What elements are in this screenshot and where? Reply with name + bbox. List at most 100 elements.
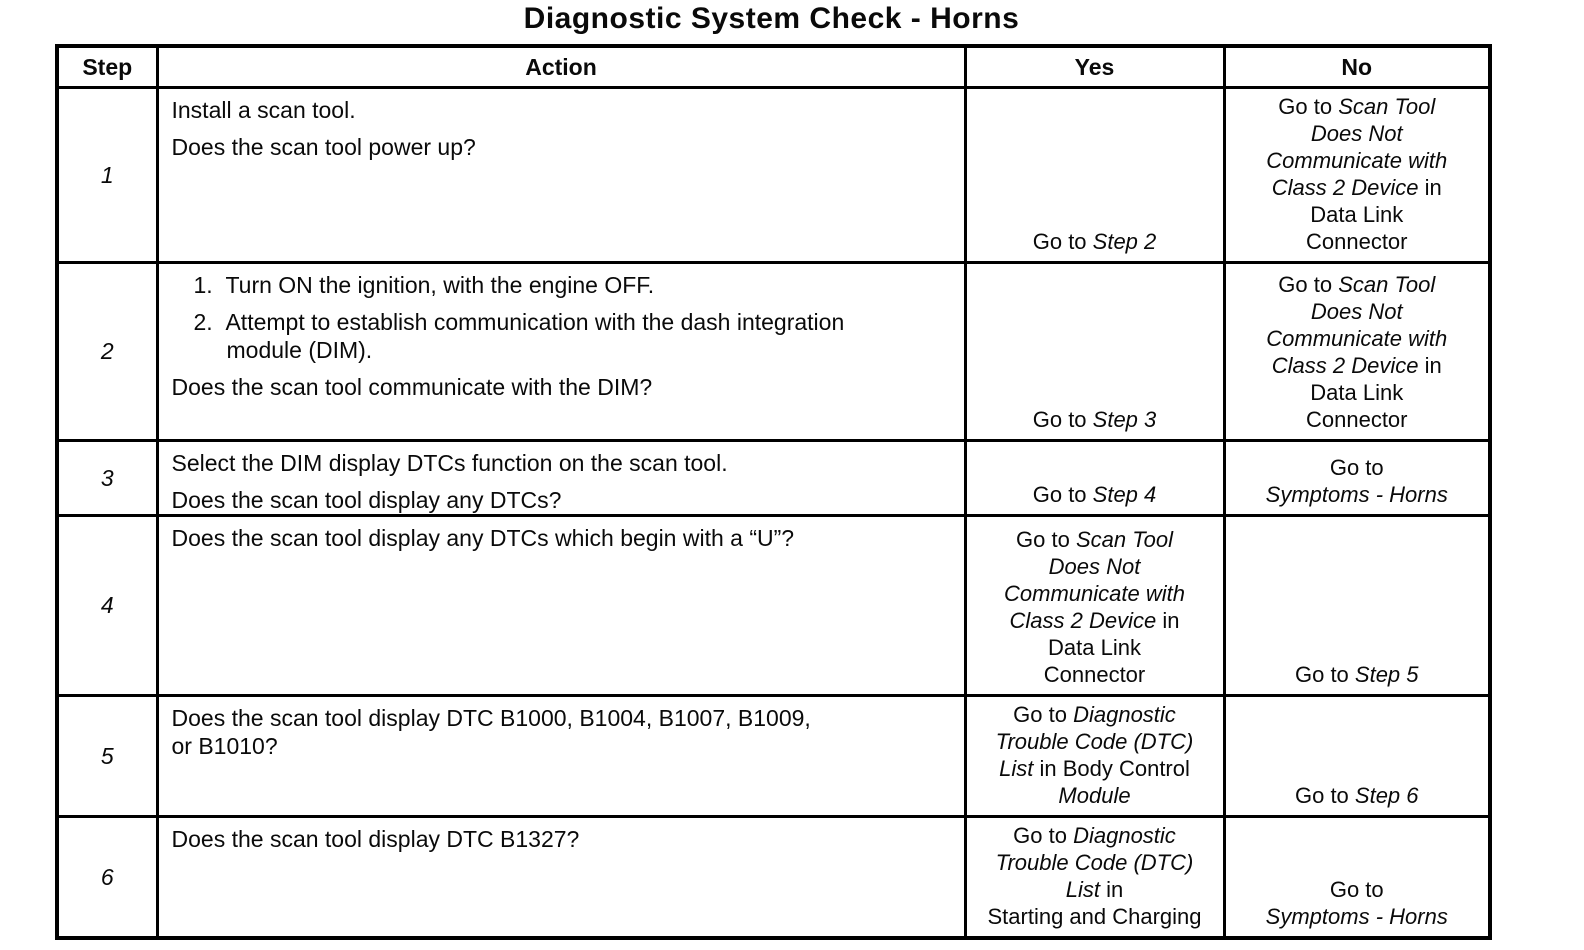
text-line: Does the scan tool communicate with the … — [172, 373, 954, 401]
text-segment: in — [1418, 353, 1442, 378]
text-line: Data Link — [972, 634, 1218, 661]
text-line: List in Body Control — [972, 755, 1218, 782]
italic-text-segment: Trouble Code (DTC) — [995, 850, 1194, 875]
step-cell: 6 — [55, 815, 159, 940]
text-line: 1. Turn ON the ignition, with the engine… — [172, 271, 954, 299]
text-line: Symptoms - Horns — [1231, 903, 1484, 930]
italic-text-segment: Step 3 — [1092, 407, 1157, 432]
text-line: Communicate with — [1231, 147, 1484, 174]
text-line: module (DIM). — [172, 336, 954, 364]
text-line: Go to — [1231, 876, 1484, 903]
text-line: or B1010? — [172, 732, 954, 760]
text-segment: Go to — [1032, 229, 1093, 254]
italic-text-segment: Does Not — [1048, 554, 1141, 579]
text-line: Does the scan tool display any DTCs whic… — [172, 524, 954, 552]
text-segment: module (DIM). — [226, 337, 373, 363]
column-header-no: No — [1222, 44, 1492, 89]
text-segment: Go to — [1329, 877, 1384, 902]
text-line: Does Not — [1231, 298, 1484, 325]
no-cell: Go to Step 5 — [1222, 514, 1492, 697]
table-row: 5 Does the scan tool display DTC B1000, B… — [55, 694, 1492, 818]
table-header-row: Step Action Yes No — [55, 44, 1492, 89]
text-segment: Go to — [1013, 823, 1074, 848]
text-segment: Does the scan tool power up? — [171, 134, 476, 160]
text-segment: Go to — [1278, 94, 1339, 119]
text-line: Starting and Charging — [972, 903, 1218, 930]
text-line: Communicate with — [1231, 325, 1484, 352]
text-segment: Does the scan tool display DTC B1000, B1… — [171, 705, 811, 731]
italic-text-segment: Step 5 — [1354, 662, 1419, 687]
text-line: Data Link — [1231, 379, 1484, 406]
text-segment: Connector — [1043, 662, 1146, 687]
text-segment: Connector — [1305, 229, 1408, 254]
italic-text-segment: Communicate with — [1266, 148, 1448, 173]
text-line: Go to Step 2 — [972, 228, 1218, 255]
italic-text-segment: Class 2 Device — [1271, 353, 1419, 378]
text-line: Go to Step 6 — [1231, 782, 1484, 809]
italic-text-segment: Diagnostic — [1073, 702, 1176, 727]
text-line: Communicate with — [972, 580, 1218, 607]
italic-text-segment: Step 4 — [1092, 482, 1157, 507]
text-segment: 1. Turn ON the ignition, with the engine… — [193, 272, 655, 298]
italic-text-segment: Step 6 — [1354, 783, 1419, 808]
column-header-step: Step — [55, 44, 159, 89]
text-line: Does Not — [972, 553, 1218, 580]
action-cell: Does the scan tool display any DTCs whic… — [155, 514, 967, 697]
text-segment: or B1010? — [171, 733, 278, 759]
text-segment: Select the DIM display DTCs function on … — [171, 450, 728, 476]
italic-text-segment: Module — [1058, 783, 1131, 808]
text-line: Connector — [1231, 406, 1484, 433]
text-segment: Go to — [1032, 482, 1093, 507]
text-segment: Does the scan tool display any DTCs whic… — [171, 525, 795, 551]
text-line: Go to Scan Tool — [972, 526, 1218, 553]
italic-text-segment: Step 2 — [1092, 229, 1157, 254]
text-segment: in — [1418, 175, 1442, 200]
text-line: Connector — [1231, 228, 1484, 255]
text-line: Trouble Code (DTC) — [972, 849, 1218, 876]
text-line: Go to Scan Tool — [1231, 93, 1484, 120]
action-cell: Select the DIM display DTCs function on … — [155, 439, 967, 517]
text-line: Module — [972, 782, 1218, 809]
text-line: Does Not — [1231, 120, 1484, 147]
italic-text-segment: Does Not — [1310, 299, 1403, 324]
italic-text-segment: Communicate with — [1004, 581, 1185, 606]
text-line: Class 2 Device in — [972, 607, 1218, 634]
action-cell: Does the scan tool display DTC B1000, B1… — [155, 694, 967, 818]
text-segment: Starting and Charging — [987, 904, 1202, 929]
text-segment: Go to — [1013, 702, 1074, 727]
text-segment: Go to — [1329, 455, 1384, 480]
italic-text-segment: Trouble Code (DTC) — [995, 729, 1194, 754]
text-segment: Go to — [1294, 662, 1355, 687]
page-title: Diagnostic System Check - Horns — [523, 2, 1020, 35]
text-segment: Does the scan tool display any DTCs? — [171, 487, 562, 513]
text-line: Go to Step 4 — [972, 481, 1218, 508]
action-cell: Install a scan tool.Does the scan tool p… — [155, 86, 967, 264]
text-segment: Go to — [1278, 272, 1339, 297]
italic-text-segment: Scan Tool — [1075, 527, 1173, 552]
text-line: Go to Step 5 — [1231, 661, 1484, 688]
text-line: Go to Scan Tool — [1231, 271, 1484, 298]
italic-text-segment: Scan Tool — [1338, 272, 1436, 297]
action-cell: Does the scan tool display DTC B1327? — [155, 815, 967, 940]
text-line: Go to Diagnostic — [972, 701, 1218, 728]
yes-cell: Go to Step 2 — [963, 86, 1226, 264]
text-segment: Does the scan tool display DTC B1327? — [171, 826, 580, 852]
text-line: Trouble Code (DTC) — [972, 728, 1218, 755]
action-cell: 1. Turn ON the ignition, with the engine… — [155, 261, 967, 442]
step-cell: 5 — [55, 694, 159, 818]
text-segment: Data Link — [1048, 635, 1141, 660]
text-line: Go to — [1231, 454, 1484, 481]
text-segment: in Body Control — [1033, 756, 1190, 781]
italic-text-segment: Does Not — [1310, 121, 1403, 146]
italic-text-segment: Scan Tool — [1338, 94, 1436, 119]
